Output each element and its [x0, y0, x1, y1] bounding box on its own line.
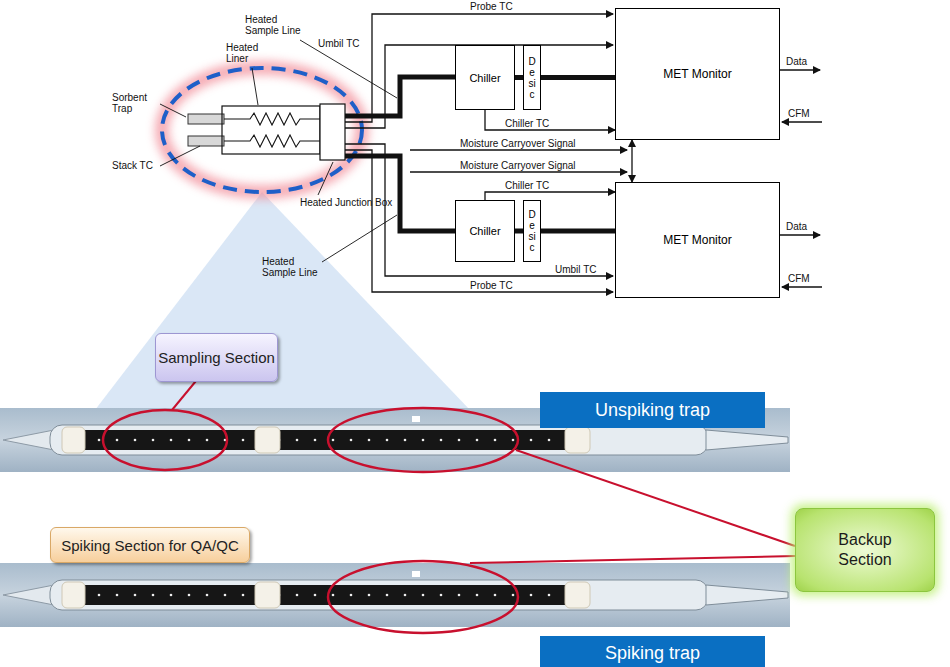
sorbent-trap [188, 114, 224, 124]
callout-ellipse [103, 410, 227, 470]
box-text: MET Monitor [663, 67, 731, 81]
moisture-signal-wire [410, 171, 627, 172]
leader-line [160, 104, 186, 117]
signal-label: Stack TC [112, 160, 153, 171]
box-text: Spiking Section for QA/QC [61, 537, 239, 554]
chiller-box: Chiller [455, 200, 515, 262]
trap-title: Unspiking trap [540, 392, 765, 428]
sorbent-trap [188, 136, 224, 146]
box-text: Sampling Section [158, 349, 275, 366]
box-text: Backup Section [829, 530, 901, 570]
leader-line [160, 146, 200, 166]
resistor-symbol [224, 135, 320, 147]
moisture-signal-wire [410, 149, 627, 150]
umbil-tc-wire [345, 45, 613, 128]
signal-connector [485, 110, 615, 130]
signal-label: Umbil TC [555, 264, 596, 275]
heated-liner [222, 106, 320, 154]
callout-line [516, 450, 795, 546]
trap-title: Spiking trap [540, 636, 765, 667]
backup-callout: Backup Section [795, 508, 935, 592]
callout-line [470, 556, 795, 563]
heated-sample-line [345, 77, 455, 116]
signal-label: Moisture Carryover Signal [460, 138, 576, 149]
resistor-symbol [224, 113, 320, 125]
junction-box [320, 104, 345, 160]
zoom-wedge [95, 192, 470, 410]
connector-label: Chiller TC [505, 118, 549, 129]
desiccant-box: Desic [523, 200, 541, 262]
signal-label: Data [786, 221, 807, 232]
box-text: Desic [527, 209, 537, 253]
box-text: Unspiking trap [595, 400, 710, 421]
sample-line [541, 75, 615, 80]
highlight-ellipse [162, 68, 362, 192]
cfm-arrow [782, 121, 822, 122]
umbil-tc-wire [345, 144, 613, 276]
signal-label: CFM [788, 273, 810, 284]
data-arrow [780, 234, 820, 235]
signal-label: Sorbent Trap [112, 92, 158, 114]
signal-label: Heated Sample Line [245, 14, 307, 36]
sample-line [515, 229, 523, 234]
leader-line [252, 68, 258, 105]
connector-label: Chiller TC [505, 180, 549, 191]
section-button: Spiking Section for QA/QC [50, 527, 250, 563]
signal-label: Moisture Carryover Signal [460, 160, 576, 171]
signal-label: Data [786, 56, 807, 67]
signal-label: CFM [788, 108, 810, 119]
signal-label: Umbil TC [318, 38, 359, 49]
section-button: Sampling Section [155, 333, 278, 382]
monitor-box: MET Monitor [615, 8, 780, 140]
highlight-glow [162, 68, 362, 192]
cfm-arrow [782, 286, 822, 287]
signal-label: Heated Sample Line [262, 256, 324, 278]
signal-label: Heated Liner [226, 42, 276, 64]
signal-connector [631, 140, 632, 182]
signal-label: Heated Junction Box [300, 197, 392, 208]
signal-label: Probe TC [470, 280, 513, 291]
sample-line [541, 229, 615, 234]
signal-connector [485, 192, 615, 200]
callout-ellipse [328, 561, 518, 633]
sample-line [515, 75, 523, 80]
signal-label: Probe TC [470, 1, 513, 12]
box-text: MET Monitor [663, 233, 731, 247]
chiller-box: Chiller [455, 45, 515, 110]
leader-line [322, 215, 397, 262]
desiccant-box: Desic [523, 45, 541, 110]
data-arrow [780, 69, 820, 70]
box-text: Chiller [469, 72, 500, 84]
leader-line [318, 162, 333, 195]
box-text: Desic [527, 56, 537, 100]
box-text: Chiller [469, 225, 500, 237]
box-text: Spiking trap [605, 643, 700, 664]
spiked-trap-photo [0, 563, 790, 627]
monitor-box: MET Monitor [615, 182, 780, 298]
heated-sample-line [345, 156, 455, 231]
callout-ellipse [328, 408, 518, 472]
